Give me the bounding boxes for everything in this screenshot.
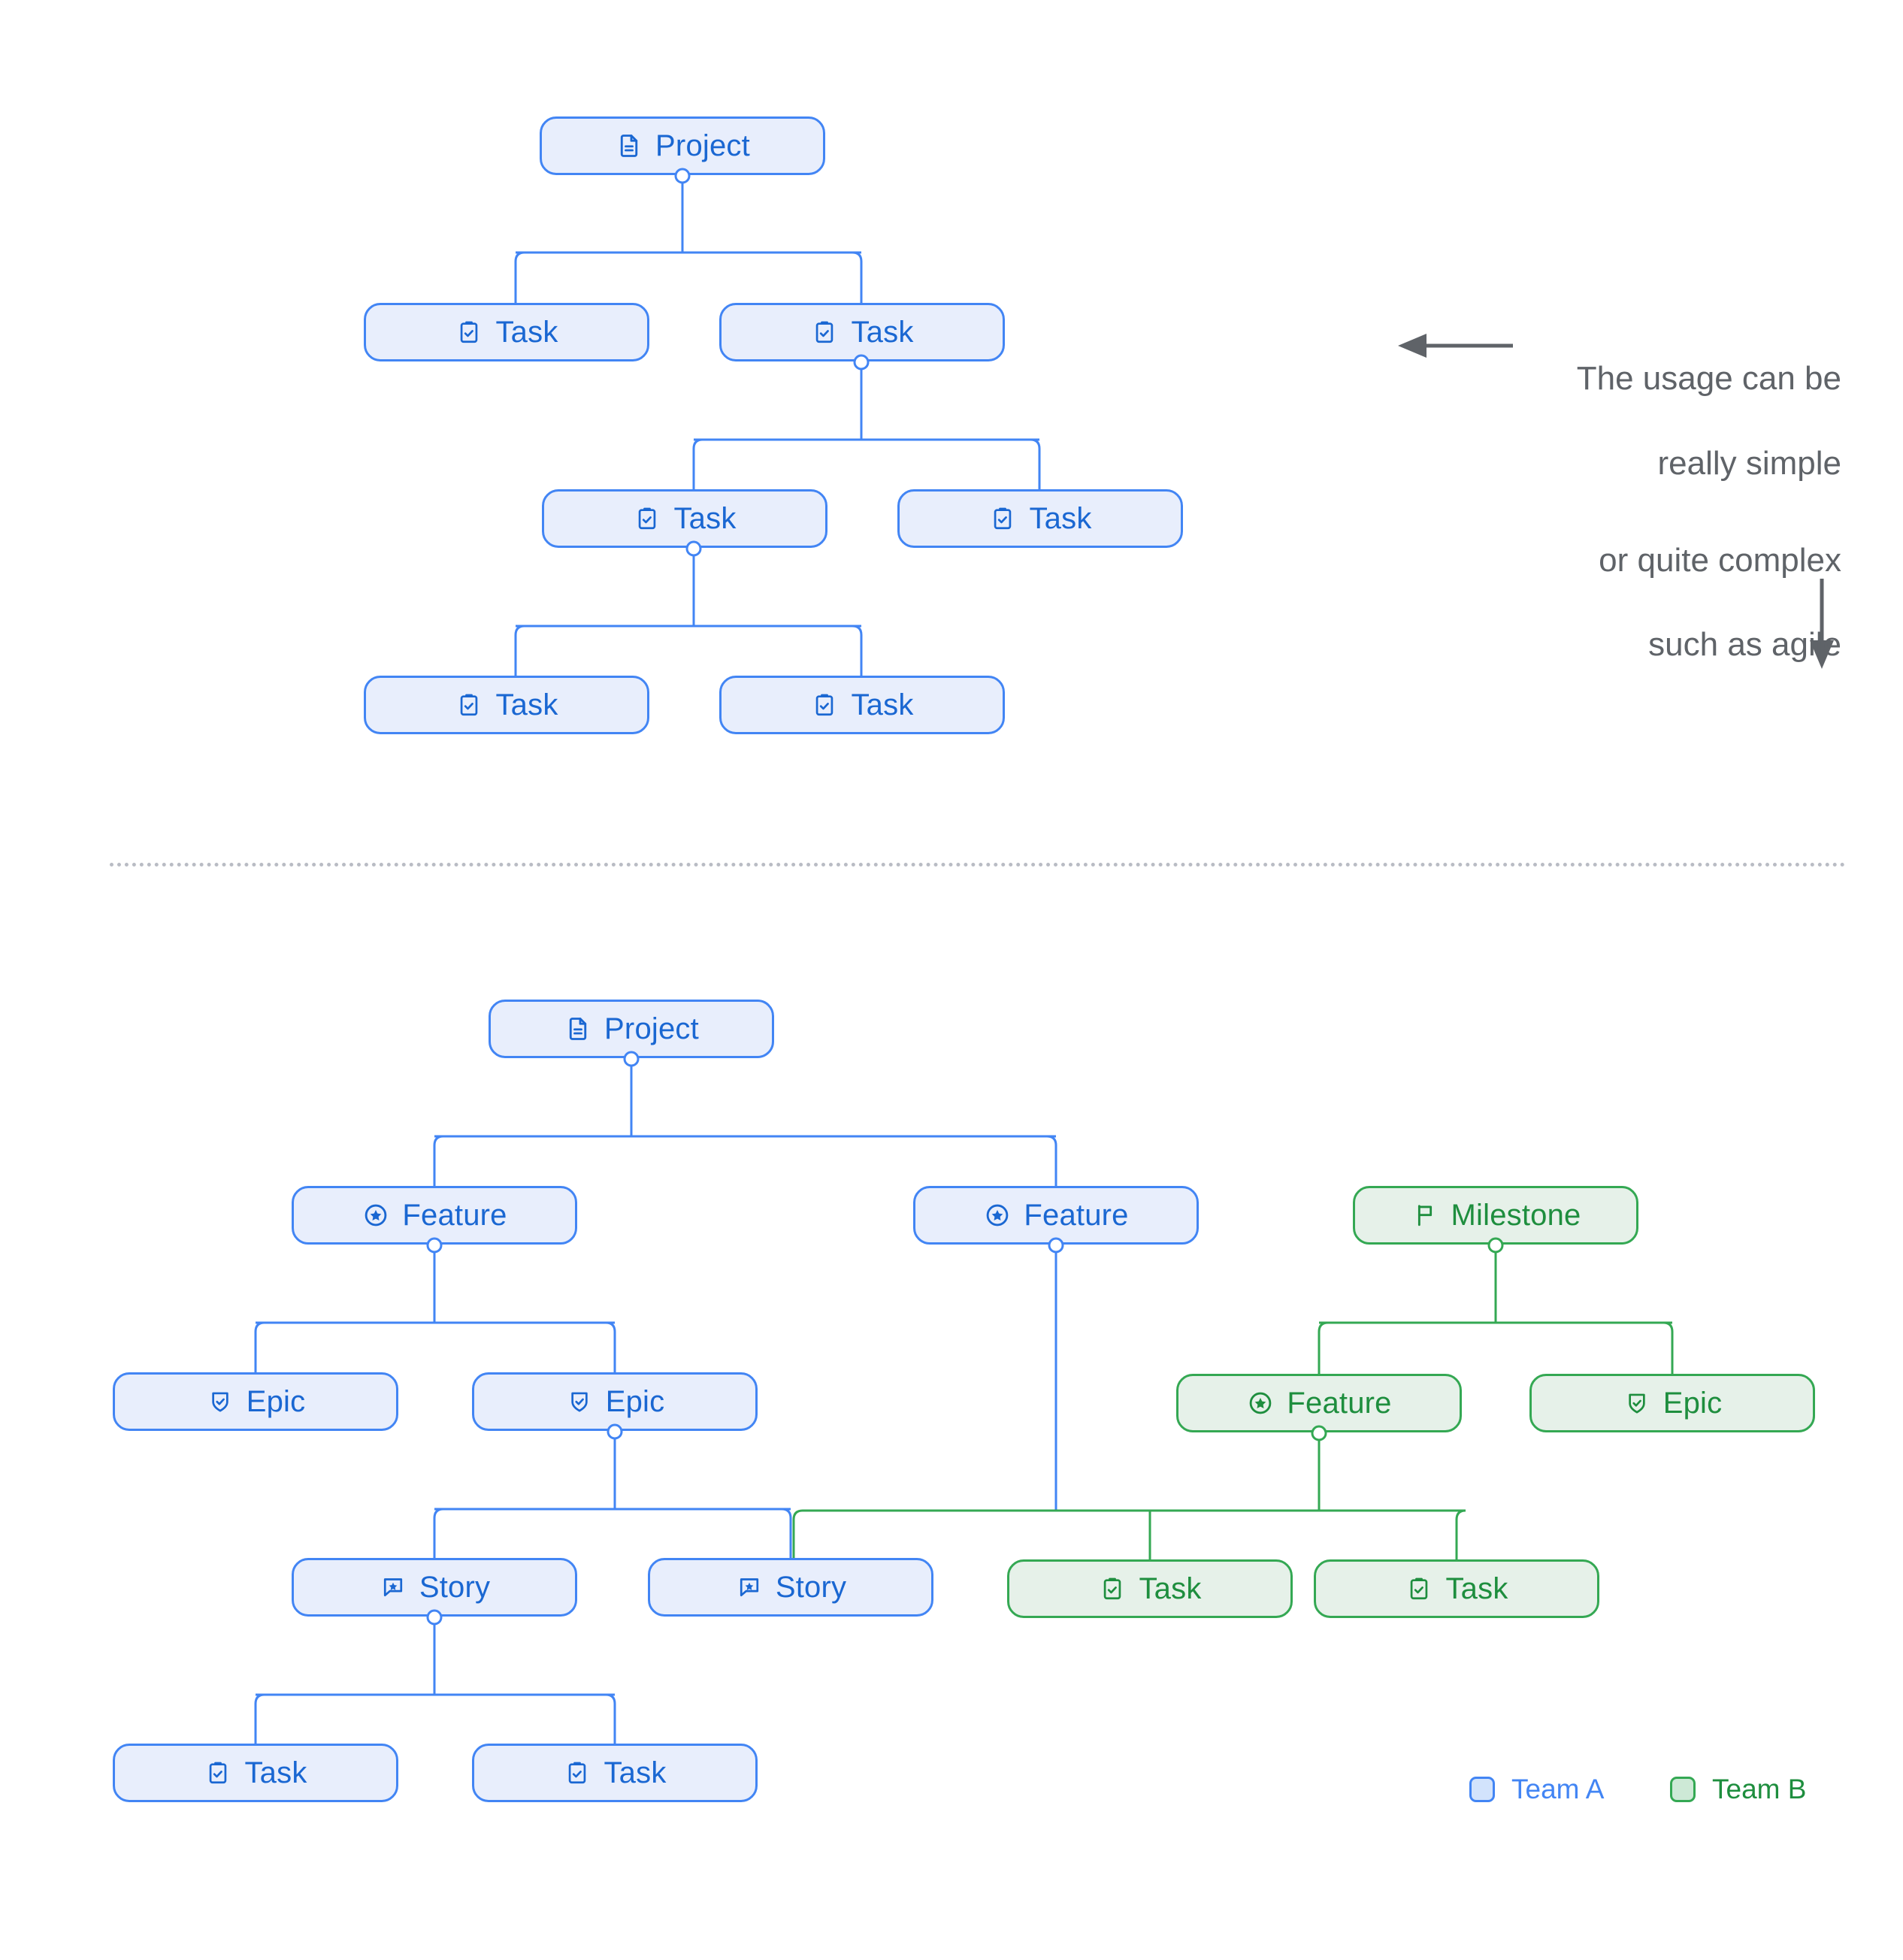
annotation-left-arrow-head [1398,334,1426,358]
shield-check-icon [1623,1389,1651,1417]
node-label: Task [1029,502,1092,535]
node-epic-a7[interactable]: Epic [1529,1374,1815,1432]
legend-item-team-a[interactable]: Team A [1469,1774,1604,1805]
node-milestone-a3[interactable]: Milestone [1353,1186,1638,1245]
clipboard-check-icon [204,1759,232,1787]
node-task-a13[interactable]: Task [472,1744,758,1802]
node-feature-a1[interactable]: Feature [292,1186,577,1245]
story-bubble-icon [379,1573,407,1602]
node-label: Project [604,1012,699,1045]
star-circle-icon [1246,1389,1275,1417]
annotation-line-4: such as agile [1648,626,1841,664]
wire-a8-a12 [254,1693,265,1744]
flag-icon [1411,1201,1439,1230]
clipboard-check-icon [563,1759,591,1787]
star-circle-icon [983,1201,1012,1230]
node-project-agile[interactable]: Project [489,1000,774,1058]
wire-a5-a8 [433,1508,444,1558]
wire-a6-bus-left-cap [792,1509,803,1558]
section-divider [110,863,1846,867]
clipboard-check-icon [1098,1574,1127,1603]
document-icon [615,132,643,160]
clipboard-check-icon [810,691,839,719]
node-label: Task [244,1756,307,1789]
node-task-s1[interactable]: Task [364,303,649,361]
wire-s3-s6 [852,625,863,676]
wire-a3-a7 [1662,1321,1674,1374]
node-label: Task [673,502,737,535]
clipboard-check-icon [1405,1574,1433,1603]
wire-a1-a5 [605,1321,616,1372]
shield-check-icon [206,1387,234,1416]
annotation-line-3: or quite complex [1599,541,1841,579]
node-epic-a4[interactable]: Epic [113,1372,398,1431]
wire-a0-a1 [433,1135,444,1186]
wire-s0-s1 [514,251,525,303]
node-label: Project [655,129,750,162]
node-task-s2[interactable]: Task [719,303,1005,361]
node-label: Feature [1287,1387,1392,1420]
node-label: Epic [1662,1387,1723,1420]
wire-a8-a13 [605,1693,616,1744]
legend-label: Team B [1712,1774,1807,1804]
node-project-simple[interactable]: Project [540,116,825,175]
node-label: Task [604,1756,667,1789]
node-label: Milestone [1451,1199,1581,1232]
node-story-a8[interactable]: Story [292,1558,577,1617]
document-icon [564,1015,592,1043]
node-label: Story [419,1571,491,1604]
node-label: Task [1139,1572,1202,1605]
node-label: Feature [402,1199,507,1232]
node-label: Feature [1024,1199,1129,1232]
shield-check-icon [565,1387,594,1416]
node-story-a9[interactable]: Story [648,1558,933,1617]
clipboard-check-icon [810,318,839,346]
star-circle-icon [362,1201,390,1230]
wire-a3-a6 [1318,1321,1329,1374]
clipboard-check-icon [988,504,1017,533]
wire-s3-s5 [514,625,525,676]
wire-a0-a2 [1046,1135,1057,1186]
node-label: Epic [246,1385,306,1418]
wire-a1-a4 [254,1321,265,1372]
wire-a5-a9 [781,1508,792,1558]
wire-s2-s4 [1030,438,1041,489]
node-label: Task [851,316,914,349]
node-feature-a6[interactable]: Feature [1176,1374,1462,1432]
node-task-s3[interactable]: Task [542,489,827,548]
clipboard-check-icon [455,691,483,719]
wire-a6-a11 [1455,1509,1466,1559]
node-feature-a2[interactable]: Feature [913,1186,1199,1245]
connectors-team-a [254,175,1057,1744]
node-label: Task [1445,1572,1508,1605]
legend-label: Team A [1511,1774,1605,1804]
wire-s0-s2 [852,251,863,303]
node-label: Epic [605,1385,665,1418]
node-label: Story [775,1571,847,1604]
node-epic-a5[interactable]: Epic [472,1372,758,1431]
clipboard-check-icon [633,504,661,533]
node-label: Task [495,316,558,349]
legend-swatch-icon [1469,1777,1495,1802]
node-task-s4[interactable]: Task [897,489,1183,548]
annotation-line-1: The usage can be [1576,360,1841,398]
annotation-text-block: The usage can be really simple or quite … [1473,316,1841,709]
legend-swatch-icon [1670,1777,1696,1802]
node-task-a12[interactable]: Task [113,1744,398,1802]
node-task-a11[interactable]: Task [1314,1559,1599,1618]
node-label: Task [851,688,914,721]
node-task-s6[interactable]: Task [719,676,1005,734]
node-task-s5[interactable]: Task [364,676,649,734]
clipboard-check-icon [455,318,483,346]
wire-s2-s3 [692,438,703,489]
legend-item-team-b[interactable]: Team B [1670,1774,1806,1805]
story-bubble-icon [735,1573,764,1602]
node-label: Task [495,688,558,721]
annotation-line-2: really simple [1657,444,1841,482]
node-task-a10[interactable]: Task [1007,1559,1293,1618]
